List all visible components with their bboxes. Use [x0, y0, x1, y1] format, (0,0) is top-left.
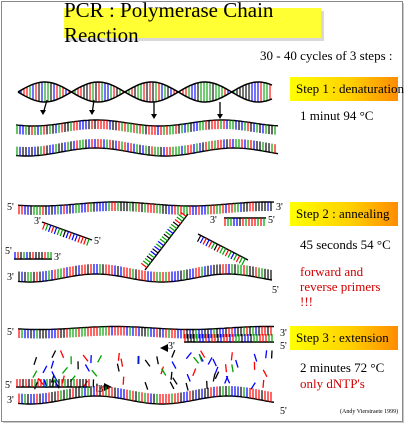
end-5-top-left: 5' [7, 202, 14, 213]
annealing-fragment-mid [140, 211, 189, 271]
end-5-primer-left: 5' [5, 246, 12, 257]
end-3-top-right: 3' [276, 202, 283, 213]
step-1-condition: 1 minut 94 °C [300, 108, 374, 123]
title-text: PCR : Polymerase Chain Reaction [64, 0, 274, 47]
double-helix [17, 81, 273, 103]
end-5-frag-left: 5' [94, 236, 101, 247]
end-3-ext-top-right: 3' [280, 328, 287, 339]
end-3-bottom-left: 3' [7, 272, 14, 283]
extension-primer-bottom [16, 379, 90, 388]
free-dntp-cloud [32, 349, 273, 392]
author-credit: (Andy Vierstraete 1999) [340, 409, 399, 415]
end-3-primer-right: 3' [210, 215, 217, 226]
step-2-label: Step 2 : annealing [290, 202, 398, 226]
denature-arrowhead-2 [151, 114, 157, 119]
end-3-ext-bottom-left: 3' [7, 395, 14, 406]
denature-arrowhead-0 [40, 110, 46, 115]
end-5-ext-bottom-right: 5' [280, 406, 287, 417]
page-title: PCR : Polymerase Chain Reaction [64, 0, 321, 47]
end-3-frag-left: 3' [34, 216, 41, 227]
annealing-template-top [17, 201, 274, 215]
denature-arrowhead-3 [217, 114, 223, 119]
step-2-condition: 45 seconds 54 °C [300, 237, 391, 252]
separated-strand-bottom [15, 139, 279, 157]
annealing-fragment-left [41, 221, 93, 246]
end-3-primer-left: 3' [54, 252, 61, 263]
end-5-primer-right: 5' [268, 215, 275, 226]
extension-template-top [17, 325, 275, 339]
extension-template-bottom [17, 386, 275, 405]
annealing-fragment-right [196, 233, 249, 266]
denature-arrowhead-1 [89, 110, 95, 115]
step-3-condition: 2 minutes 72 °C [300, 360, 385, 375]
step-2-note: forward and reverse primers !!! [300, 264, 381, 309]
extension-arrow-top [160, 344, 168, 352]
step-3-note: only dNTP's [300, 376, 365, 391]
step-1-label: Step 1 : denaturation [290, 77, 404, 101]
separated-strand-top [15, 119, 279, 135]
end-3-ext-primer-bottom: 3' [98, 384, 105, 395]
end-3-ext-primer: 3' [168, 341, 175, 352]
end-5-ext-primer: 5' [280, 341, 287, 352]
extension-arrow-bottom [104, 383, 112, 391]
end-5-bottom-right: 5' [272, 285, 279, 296]
end-5-ext-top-left: 5' [7, 327, 14, 338]
step-3-label: Step 3 : extension [290, 326, 398, 350]
annealing-primer-right [224, 217, 266, 226]
cycles-note: 30 - 40 cycles of 3 steps : [260, 48, 393, 63]
end-5-ext-primer-bottom: 5' [5, 380, 12, 391]
annealing-primer-left [14, 252, 52, 260]
extension-primer-top [184, 334, 274, 343]
annealing-template-bottom [17, 264, 273, 283]
